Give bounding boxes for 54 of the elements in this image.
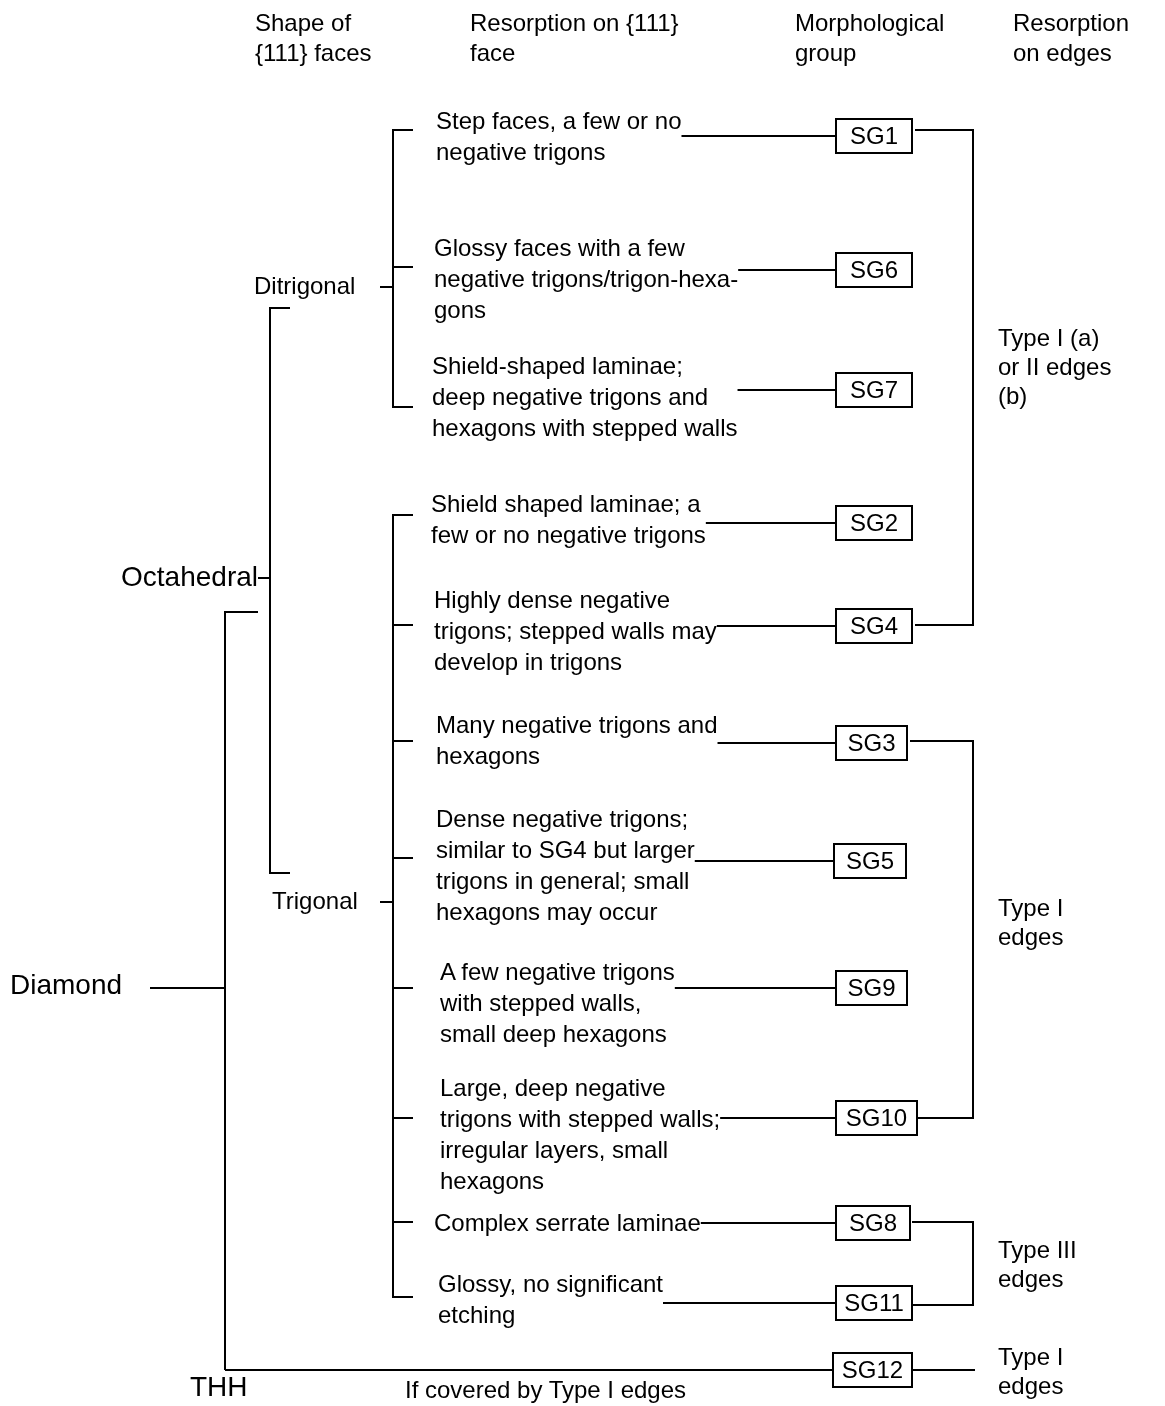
connector-line [379,286,414,408]
description-text: Highly dense negative trigons; stepped walls may develop in trigons [413,584,717,677]
description-text: Glossy, no significant etching [413,1268,663,1330]
node-label: Octahedral [88,560,258,612]
connector-line [680,135,836,137]
edge-label: If covered by Type I edges [405,1375,687,1405]
connector-line [662,1302,836,1304]
connector-line [379,901,414,1298]
description-text: A few negative trigons with stepped walls, small deep hexagons [413,956,675,1049]
connector-line [224,1369,833,1371]
group-tag: SG3 [835,725,908,761]
group-tag: SG4 [835,608,913,644]
column-header: Resorption on {111} face [470,8,679,68]
group-tag: SG7 [835,372,913,408]
edge-type-label: Type I edges [998,893,1064,951]
description-text: Shield shaped laminae; a few or no negative trigons [413,488,706,550]
edge-type-label: Type III edges [998,1235,1077,1293]
group-tag: SG8 [835,1205,911,1241]
connector-line [912,1369,976,1371]
group-tag: SG9 [835,970,908,1006]
connector-line [715,625,836,627]
description-text: Dense negative trigons; similar to SG4 but larger trigons in general; small hexagons may occur [413,803,695,927]
description-text: Glossy faces with a few negative trigons/trigon-hexa- gons [413,232,739,325]
column-header: Morphological group [795,8,945,68]
column-header: Resorption on edges [1013,8,1130,68]
connector-line [693,860,834,862]
connector-line [719,1117,836,1119]
description-text: Step faces, a few or no negative trigons [413,105,682,167]
edge-type-label: Type I edges [975,1342,1105,1402]
connector-line [699,1222,836,1224]
connector-line [704,522,836,524]
edge-type-label: Type I (a) or II edges (b) [998,323,1112,410]
group-tag: SG5 [833,843,907,879]
group-tag: SG10 [835,1100,918,1136]
group-tag: SG11 [835,1285,913,1321]
group-tag: SG2 [835,505,913,541]
description-text: Many negative trigons and hexagons [413,709,718,771]
connector-line [673,987,836,989]
description-text: Shield-shaped laminae; deep negative trigons and hexagons with stepped walls [413,350,738,443]
node-label: Ditrigonal [254,268,380,308]
group-tag: SG6 [835,252,913,288]
connector-line [736,389,836,391]
connector-line [737,269,836,271]
column-header: Shape of {111} faces [255,8,372,68]
description-text: Complex serrate laminae [413,1207,701,1238]
node-label: THH [188,1370,263,1406]
node-label: Trigonal [270,873,380,918]
connector-line [716,742,836,744]
connector-line [149,987,226,1371]
description-text: Large, deep negative trigons with stepped walls; irregular layers, small hexagons [413,1072,721,1196]
group-tag: SG1 [835,118,913,154]
connector-line [257,577,291,874]
node-label: Diamond [8,968,150,1008]
group-tag: SG12 [832,1352,913,1388]
